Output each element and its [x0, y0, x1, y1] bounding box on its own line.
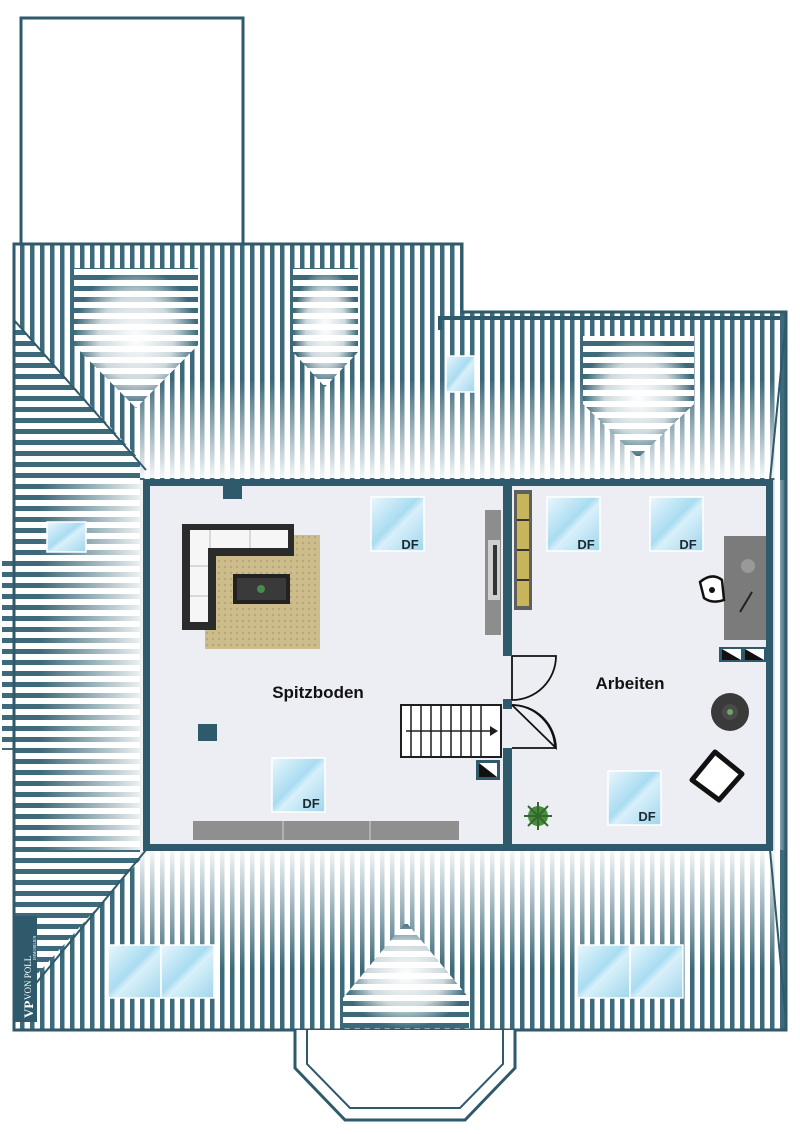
sofa — [182, 524, 294, 630]
skylight-1 — [370, 496, 425, 552]
df-label: DF — [401, 537, 418, 552]
bay-outline — [293, 1030, 517, 1122]
dormer-3 — [583, 336, 694, 458]
round-stool — [711, 693, 749, 731]
walls — [143, 479, 773, 851]
skylight-4 — [271, 757, 326, 813]
plant-2 — [524, 802, 552, 830]
df-label: DF — [638, 809, 655, 824]
bookshelf — [514, 490, 532, 610]
room-label-arbeiten: Arbeiten — [596, 674, 665, 693]
dormer-2 — [293, 268, 358, 387]
chimney-block-2 — [198, 724, 217, 741]
armchair — [689, 749, 745, 803]
dormer-1 — [74, 268, 198, 408]
logo-mark: VP — [21, 1001, 36, 1018]
skylights — [271, 496, 704, 826]
skylight-5 — [607, 770, 662, 826]
chimney-block-1 — [223, 484, 242, 499]
logo-name: VON POLL — [23, 956, 33, 1000]
staircase — [400, 704, 502, 758]
dormer-bottom — [343, 922, 469, 1028]
df-label: DF — [577, 537, 594, 552]
living-furniture — [182, 524, 320, 649]
roof-windows — [46, 355, 684, 999]
skylight-3 — [649, 496, 704, 552]
df-label: DF — [679, 537, 696, 552]
skylight-2 — [546, 496, 601, 552]
annex-outline — [19, 16, 245, 246]
df-label: DF — [302, 796, 319, 811]
logo-sub: IMMOBILIEN — [32, 935, 37, 960]
desk — [724, 536, 766, 640]
room-label-spitzboden: Spitzboden — [272, 683, 364, 702]
office-chair — [698, 575, 726, 603]
von-poll-logo: VON POLL VP IMMOBILIEN — [15, 916, 37, 1022]
sideboard — [193, 821, 459, 840]
tv-cabinet — [485, 510, 501, 635]
vent-symbols — [476, 647, 767, 780]
